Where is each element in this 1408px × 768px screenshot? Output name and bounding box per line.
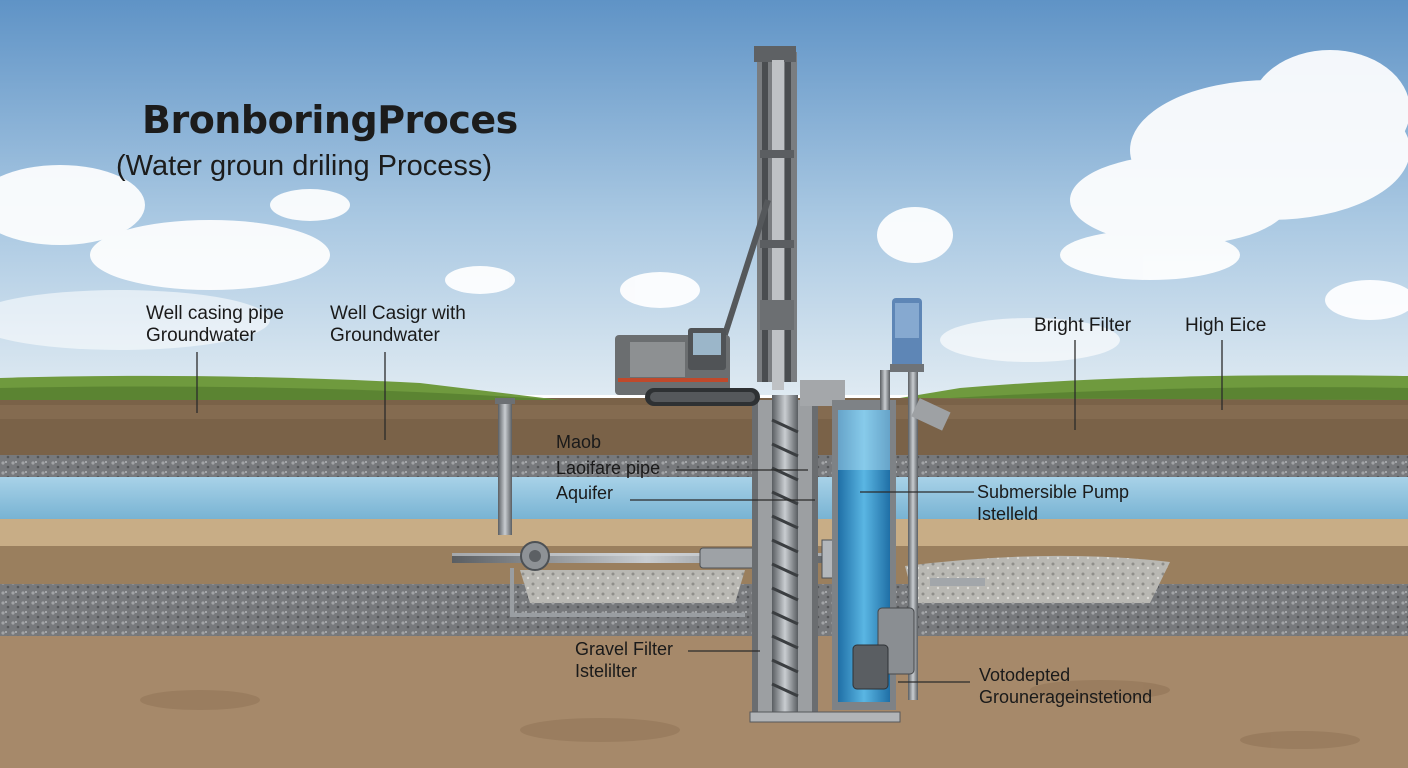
borehole-casing: [749, 395, 901, 723]
label-line: Gravel Filter: [575, 639, 674, 659]
label-high-eice: High Eice: [1185, 315, 1267, 336]
drilling-rig: [615, 46, 845, 406]
label-line: Submersible Pump: [977, 482, 1130, 502]
label-submersible-pump: Submersible Pump Istelleld: [977, 481, 1129, 525]
label-line: Grouneragеinstetiond: [979, 687, 1153, 707]
label-line: Istelleld: [977, 504, 1039, 524]
label-well-casing-groundwater: Well Casigr with Groundwater: [330, 303, 466, 347]
label-line: Well Casigr with: [330, 303, 466, 324]
label-line: Istelilter: [575, 661, 638, 681]
aquifer-layer: [0, 477, 1408, 519]
page-title: BronboringProces: [142, 98, 518, 142]
label-line: Votodepted: [979, 665, 1071, 685]
label-well-casing-pipe: Well casing pipe Groundwater: [146, 303, 284, 347]
gravel-filter-right: [905, 555, 1170, 603]
label-line: Groundwater: [330, 325, 440, 346]
label-maob: Maob: [556, 432, 602, 452]
label-line: Groundwater: [146, 325, 256, 346]
callout-lines: [196, 340, 1223, 683]
left-casing-pipe: [495, 398, 745, 617]
horizontal-pipe: [452, 539, 985, 586]
sand-layer: [0, 519, 1408, 546]
label-votodepted: Votodepted Grouneragеinstetiond: [979, 664, 1152, 708]
water-well: [832, 298, 951, 710]
auger-spiral: [771, 418, 799, 698]
page-subtitle: (Water groun driling Process): [116, 150, 493, 182]
gravel-filter-left: [520, 570, 745, 603]
label-gravel-filter: Gravel Filter Istelilter: [575, 638, 673, 682]
grass-strip: [0, 375, 1408, 400]
label-line: Well casing pipe: [146, 303, 285, 324]
gravel-layer-upper: [0, 455, 1408, 477]
label-bright-filter: Bright Filter: [1034, 315, 1132, 336]
label-pipe: Laoifare pipe: [556, 458, 661, 478]
label-aquifer: Aquifer: [556, 483, 614, 503]
